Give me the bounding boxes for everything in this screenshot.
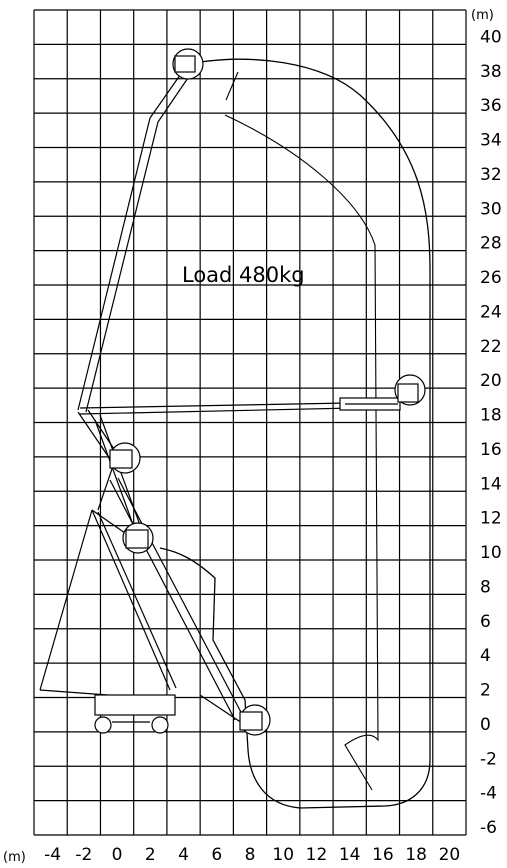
x-tick-label: 12 — [306, 845, 328, 865]
load-label: Load 480kg — [182, 263, 305, 287]
platform-bottom — [239, 704, 271, 736]
y-tick-label: 2 — [480, 681, 491, 701]
platform-mid — [109, 442, 141, 474]
platform-lower — [122, 522, 154, 554]
x-tick-label: 0 — [112, 845, 123, 865]
x-tick-label: 18 — [405, 845, 427, 865]
x-tick-label: 14 — [339, 845, 361, 865]
x-unit-label: (m) — [3, 850, 26, 865]
x-tick-label: -2 — [75, 845, 92, 865]
y-axis-tick-labels: 4038363432302826242220181614121086420-2-… — [480, 27, 502, 838]
y-tick-label: 32 — [480, 165, 502, 185]
y-unit-label: (m) — [471, 8, 494, 23]
x-tick-label: 4 — [178, 845, 189, 865]
y-tick-label: 14 — [480, 474, 502, 494]
y-tick-label: 34 — [480, 131, 502, 151]
platform-right — [394, 374, 426, 406]
y-tick-label: 24 — [480, 302, 502, 322]
y-tick-label: 16 — [480, 440, 502, 460]
y-tick-label: 10 — [480, 543, 502, 563]
y-tick-label: 0 — [480, 715, 491, 735]
y-tick-label: 18 — [480, 406, 502, 426]
y-tick-label: 40 — [480, 27, 502, 47]
working-envelope-outline — [159, 58, 431, 809]
y-tick-label: -2 — [480, 749, 497, 769]
y-tick-label: -6 — [480, 818, 497, 838]
vehicle-chassis — [94, 694, 176, 734]
x-tick-label: 20 — [439, 845, 461, 865]
y-tick-label: 20 — [480, 371, 502, 391]
x-axis-tick-labels: -4 -2 0 2 4 6 8 10 12 14 16 18 20 — [44, 845, 460, 865]
platform-top — [172, 48, 204, 80]
boom-lines — [39, 67, 401, 726]
x-tick-label: -4 — [44, 845, 61, 865]
y-tick-label: 36 — [480, 96, 502, 116]
y-tick-label: 22 — [480, 337, 502, 357]
y-tick-label: 38 — [480, 62, 502, 82]
x-tick-label: 16 — [372, 845, 394, 865]
y-tick-label: 8 — [480, 577, 491, 597]
inner-envelope-outline — [224, 114, 379, 791]
y-tick-label: 30 — [480, 199, 502, 219]
y-tick-label: 4 — [480, 646, 491, 666]
y-tick-label: 26 — [480, 268, 502, 288]
y-tick-label: 28 — [480, 234, 502, 254]
grid — [33, 9, 467, 836]
y-tick-label: 12 — [480, 509, 502, 529]
y-tick-label: 6 — [480, 612, 491, 632]
x-tick-label: 2 — [145, 845, 156, 865]
x-tick-label: 10 — [272, 845, 294, 865]
x-tick-label: 6 — [211, 845, 222, 865]
envelope-tick — [225, 71, 239, 101]
y-tick-label: -4 — [480, 784, 497, 804]
x-tick-label: 8 — [245, 845, 256, 865]
